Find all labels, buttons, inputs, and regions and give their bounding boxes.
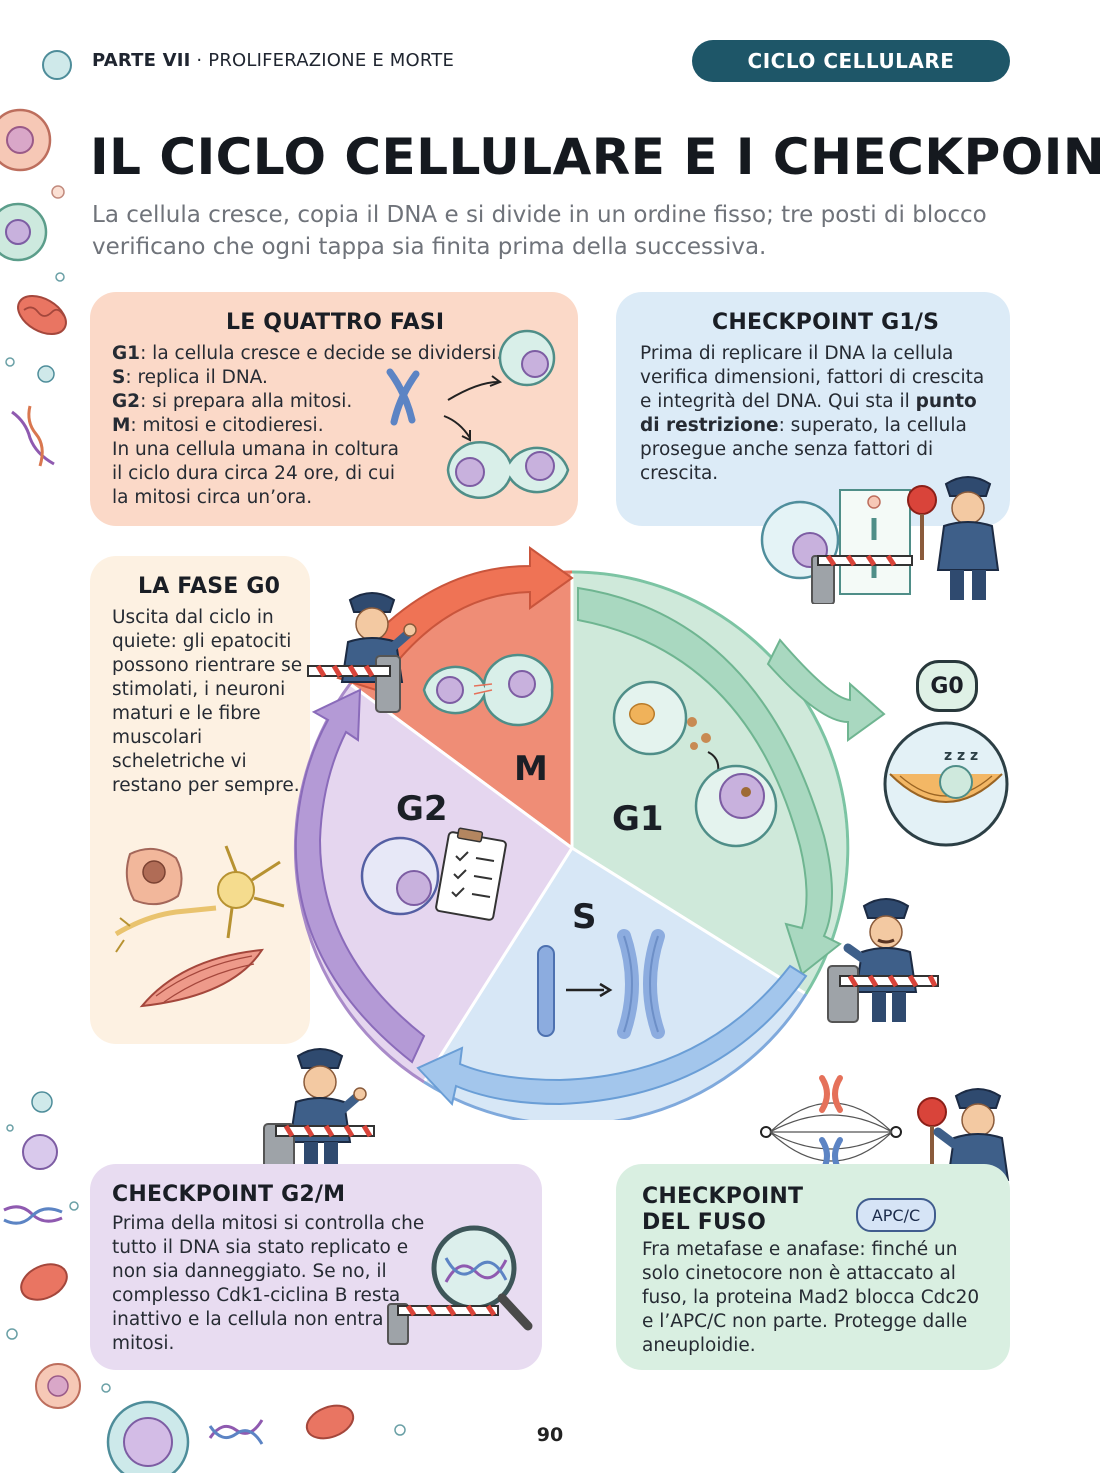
dna-magnifier-icon	[387, 1225, 533, 1345]
box-checkpoint-g1s: CHECKPOINT G1/S Prima di replicare il DN…	[616, 292, 1010, 526]
box-checkpoint-g1s-text: Prima di replicare il DNA la cellula ver…	[640, 343, 985, 484]
box-spindle-checkpoint-heading: CHECKPOINT DEL FUSO	[642, 1184, 804, 1235]
box-phase-g0-heading: LA FASE G0	[138, 574, 281, 599]
box-checkpoint-g1s-heading: CHECKPOINT G1/S	[712, 310, 940, 335]
phase-label-g1: G1	[612, 799, 664, 839]
mitosis-cell-icon	[422, 653, 554, 727]
phase-line-m: M: mitosi e citodieresi.	[112, 415, 324, 436]
decorative-cells-left	[0, 50, 72, 467]
g0-badge: G0	[916, 660, 978, 712]
sleep-z-text: z z z	[944, 748, 978, 764]
cell-with-checklist-icon	[360, 827, 507, 921]
arrow-g1-to-s	[577, 586, 842, 976]
phase-label-s: S	[572, 897, 597, 937]
arrow-s-to-g2	[416, 964, 808, 1107]
box-four-phases-heading: LE QUATTRO FASI	[226, 310, 445, 335]
cell-cycle-wheel: M G1 S G2	[293, 546, 886, 1120]
page-subtitle: La cellula cresce, copia il DNA e si div…	[92, 202, 987, 260]
checkpoint-s-guard	[827, 898, 939, 1023]
chromosome-duplication-icon	[537, 929, 665, 1039]
sleeping-cell-icon: z z z	[883, 721, 1009, 847]
part-separator: ·	[196, 50, 203, 71]
section-pill: CICLO CELLULARE	[692, 40, 1010, 82]
checkpoint-g1s-guard	[760, 476, 1000, 604]
box-checkpoint-g2m-heading: CHECKPOINT G2/M	[112, 1182, 346, 1207]
phase-label-m: M	[514, 749, 548, 789]
page-title: IL CICLO CELLULARE E I CHECKPOINT	[90, 128, 1100, 186]
box-checkpoint-g2m: CHECKPOINT G2/M Prima della mitosi si co…	[90, 1164, 542, 1370]
phase-line-g1: G1: la cellula cresce e decide se divide…	[112, 343, 503, 364]
box-spindle-checkpoint: CHECKPOINT DEL FUSO APC/C Fra metafase e…	[616, 1164, 1010, 1370]
decorative-cells-bottom	[3, 1091, 406, 1473]
box-checkpoint-g2m-text: Prima della mitosi si controlla che tutt…	[112, 1213, 425, 1354]
apcc-badge: APC/C	[856, 1198, 936, 1232]
part-label: PARTE VII · PROLIFERAZIONE E MORTE	[92, 50, 454, 71]
box-four-phases-text: G1: la cellula cresce e decide se divide…	[112, 342, 512, 510]
page-number: 90	[536, 1424, 564, 1446]
part-number: PARTE VII	[92, 50, 191, 71]
cell-division-illustration	[386, 329, 570, 499]
arrow-g1-to-g0	[766, 638, 886, 742]
box-phase-g0-text: Uscita dal ciclo in quiete: gli epatocit…	[112, 607, 303, 796]
box-four-phases: LE QUATTRO FASI G1: la cellula cresce e …	[90, 292, 578, 526]
box-spindle-checkpoint-text: Fra metafase e anafase: finché un solo c…	[642, 1239, 980, 1356]
checkpoint-g2m-guard	[263, 1048, 375, 1173]
phase-line-g2: G2: si prepara alla mitosi.	[112, 391, 353, 412]
phase-line-s: S: replica il DNA.	[112, 367, 268, 388]
part-title: PROLIFERAZIONE E MORTE	[208, 50, 455, 71]
phase-duration-note: In una cellula umana in coltura il ciclo…	[112, 439, 399, 508]
box-phase-g0: LA FASE G0 Uscita dal ciclo in quiete: g…	[90, 556, 310, 1044]
growing-cell-icon	[612, 680, 778, 848]
quiescent-cells-illustration	[114, 845, 285, 1008]
phase-label-g2: G2	[396, 789, 448, 829]
arrow-g2-to-m	[294, 688, 426, 1064]
checkpoint-m-guard	[307, 592, 417, 713]
